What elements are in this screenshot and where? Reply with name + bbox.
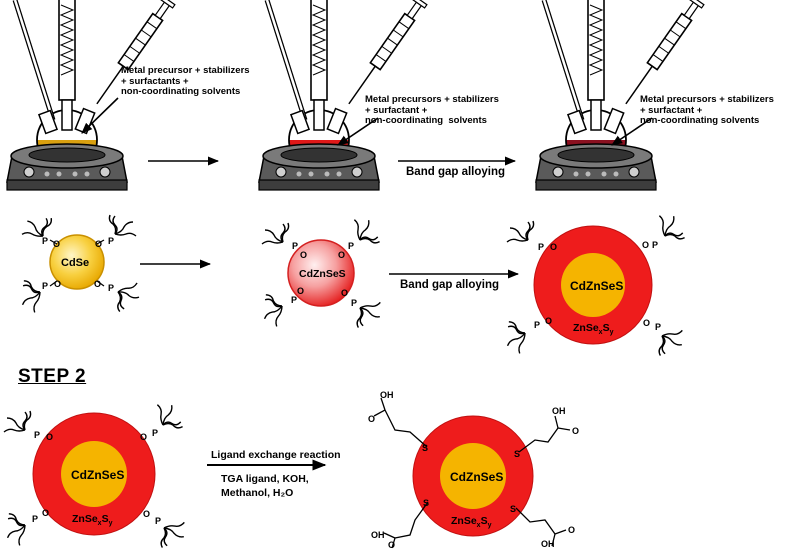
svg-text:P: P xyxy=(42,236,48,246)
svg-text:P: P xyxy=(108,236,114,246)
cdznses-particle xyxy=(256,215,385,329)
setup-2-label: Metal precursors + stabilizers + surfact… xyxy=(365,94,499,126)
svg-text:O: O xyxy=(42,508,49,518)
svg-text:O: O xyxy=(46,432,53,442)
label-pointer-2 xyxy=(337,117,379,146)
core-shell-particle-tga xyxy=(373,397,571,549)
svg-text:S: S xyxy=(422,443,428,453)
svg-text:P: P xyxy=(534,320,540,330)
svg-text:O: O xyxy=(143,509,150,519)
label-pointer-3 xyxy=(611,117,653,146)
svg-text:O: O xyxy=(550,242,557,252)
svg-text:O: O xyxy=(572,426,579,436)
svg-text:O: O xyxy=(300,250,307,260)
svg-text:P: P xyxy=(652,240,658,250)
svg-text:O: O xyxy=(545,316,552,326)
svg-text:O: O xyxy=(54,279,61,289)
svg-text:OH: OH xyxy=(541,539,555,549)
svg-text:O: O xyxy=(568,525,575,535)
ligand-exchange-conditions-2: Methanol, H₂O xyxy=(221,487,294,499)
svg-text:P: P xyxy=(42,281,48,291)
core-shell-particle-step2-left xyxy=(0,400,189,549)
reaction-setup-1 xyxy=(7,0,175,190)
core-label-step2-right: CdZnSeS xyxy=(450,470,503,484)
core-label-step2-left: CdZnSeS xyxy=(71,468,124,482)
svg-text:O: O xyxy=(341,288,348,298)
svg-text:O: O xyxy=(388,540,395,550)
svg-text:P: P xyxy=(538,242,544,252)
band-gap-alloying-label-2: Band gap alloying xyxy=(400,279,500,291)
label-pointer-1 xyxy=(81,97,119,134)
svg-text:P: P xyxy=(351,298,357,308)
cdse-particle xyxy=(14,212,145,314)
svg-text:P: P xyxy=(108,283,114,293)
svg-text:P: P xyxy=(152,428,158,438)
core-label-step1: CdZnSeS xyxy=(570,279,623,293)
svg-text:O: O xyxy=(297,286,304,296)
svg-text:O: O xyxy=(338,250,345,260)
ligand-exchange-conditions-1: TGA ligand, KOH, xyxy=(221,473,309,485)
svg-text:P: P xyxy=(292,241,298,251)
shell-label-step2-right: ZnSexSy xyxy=(451,515,492,529)
svg-text:O: O xyxy=(94,279,101,289)
svg-text:S: S xyxy=(423,498,429,508)
cdse-label: CdSe xyxy=(61,257,89,269)
svg-text:P: P xyxy=(32,514,38,524)
setup-3-label: Metal precursors + stabilizers + surfact… xyxy=(640,94,774,126)
svg-text:O: O xyxy=(53,239,60,249)
shell-label-step1: ZnSexSy xyxy=(573,322,614,336)
setup-1-label: Metal precursor + stabilizers + surfacta… xyxy=(121,65,250,97)
svg-text:P: P xyxy=(655,322,661,332)
cdznses-label: CdZnSeS xyxy=(299,268,346,280)
svg-text:OH: OH xyxy=(380,390,394,400)
ligand-exchange-title: Ligand exchange reaction xyxy=(211,449,341,461)
reaction-setup-3 xyxy=(536,0,704,190)
svg-text:P: P xyxy=(155,516,161,526)
core-shell-particle-step1 xyxy=(499,211,687,357)
svg-text:S: S xyxy=(510,504,516,514)
shell-label-step2-left: ZnSexSy xyxy=(72,513,113,527)
svg-text:O: O xyxy=(368,414,375,424)
svg-text:OH: OH xyxy=(371,530,385,540)
svg-text:S: S xyxy=(514,449,520,459)
svg-text:O: O xyxy=(642,240,649,250)
svg-text:P: P xyxy=(348,241,354,251)
svg-text:O: O xyxy=(643,318,650,328)
svg-text:O: O xyxy=(140,432,147,442)
svg-text:OH: OH xyxy=(552,406,566,416)
reaction-setup-2 xyxy=(259,0,427,190)
svg-text:O: O xyxy=(95,239,102,249)
svg-text:P: P xyxy=(34,430,40,440)
band-gap-alloying-label-1: Band gap alloying xyxy=(406,166,506,178)
step-2-title: STEP 2 xyxy=(18,366,87,387)
svg-text:P: P xyxy=(291,295,297,305)
ligand-atoms: P O P O P O P O P O P O P O P O P O P O … xyxy=(32,236,661,550)
